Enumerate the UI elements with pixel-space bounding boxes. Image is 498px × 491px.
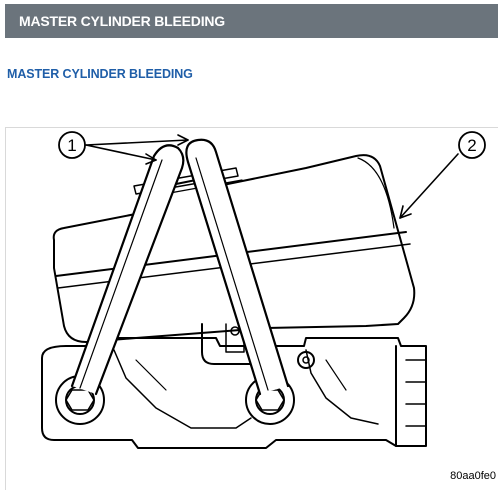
page-title: MASTER CYLINDER BLEEDING (19, 13, 225, 29)
callout-2-label: 2 (467, 136, 476, 155)
figure-frame: 1 2 80aa0fe0 (5, 127, 498, 490)
master-cylinder-illustration: 1 2 (41, 131, 486, 449)
callout-2-leader (399, 153, 459, 219)
cylinder-body-outline (41, 337, 427, 449)
bleed-tube-right (185, 138, 290, 396)
reservoir-outline (52, 154, 416, 343)
callout-2-circle (458, 131, 486, 159)
callout-1-circle (58, 131, 86, 159)
page-title-bar: MASTER CYLINDER BLEEDING (5, 4, 498, 38)
bleed-tube-left (70, 144, 185, 396)
callout-1-label: 1 (67, 136, 76, 155)
section-heading: MASTER CYLINDER BLEEDING (7, 67, 193, 81)
callout-1-leader-a (85, 144, 157, 161)
figure-code: 80aa0fe0 (450, 470, 496, 482)
callout-1-leader-b (85, 139, 189, 146)
